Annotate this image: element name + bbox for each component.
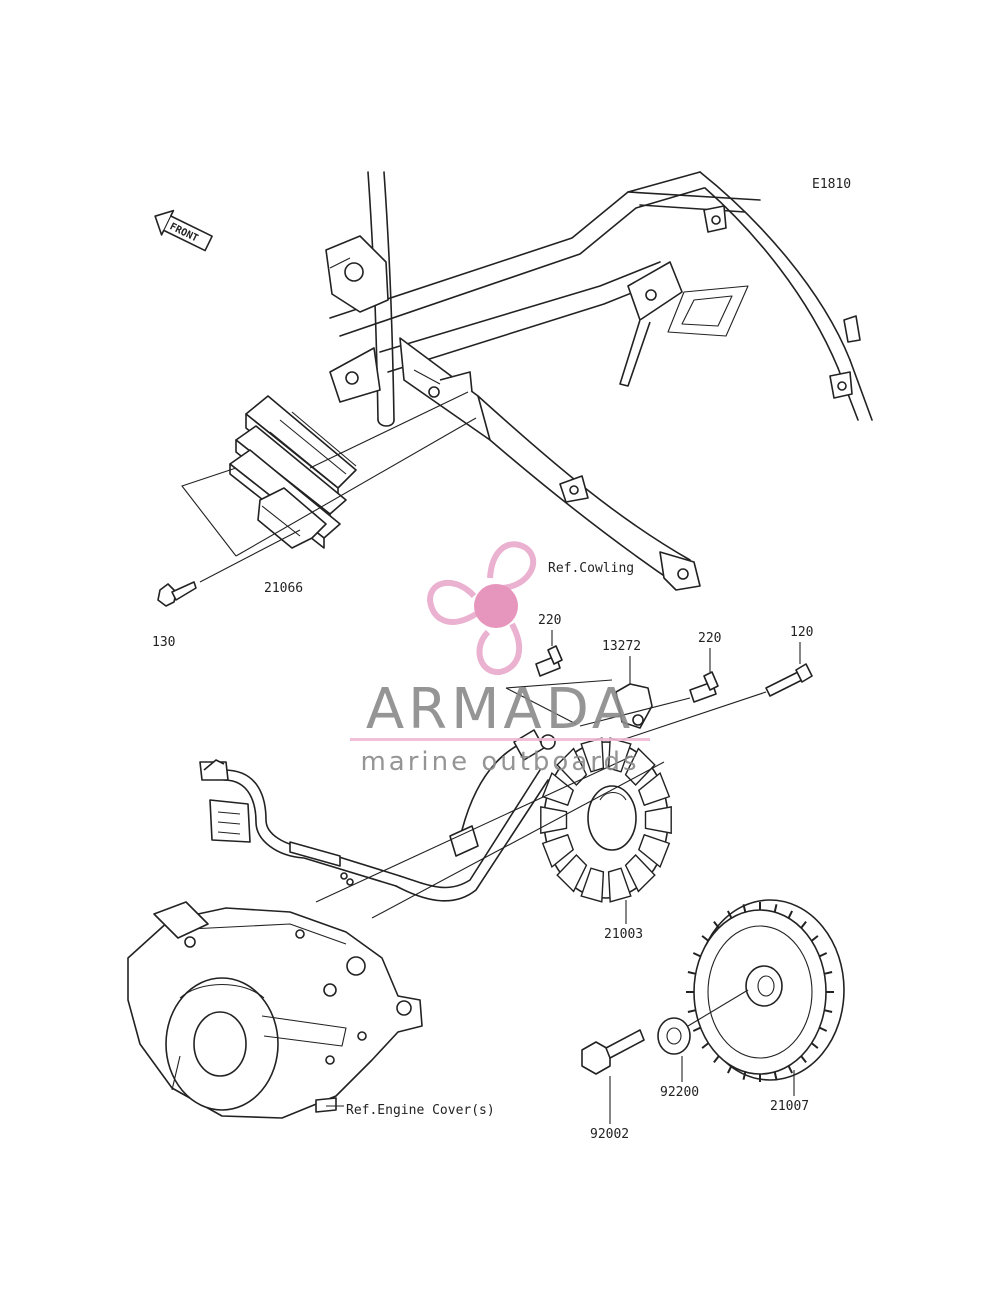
part-label-13272: 13272 (602, 639, 641, 654)
rotor-tooth (701, 1042, 710, 1049)
stator-tooth (607, 737, 632, 773)
rotor-tooth (701, 935, 710, 942)
rotor-tooth (727, 1065, 733, 1074)
part-label-21003: 21003 (604, 927, 643, 942)
rotor-tooth (773, 904, 778, 913)
rotor-tooth (810, 1042, 819, 1049)
part-label-21066: 21066 (264, 581, 303, 596)
part-label-92002: 92002 (590, 1127, 629, 1142)
wiring-harness (199, 729, 556, 902)
rotor-tooth (824, 971, 833, 975)
propeller-logo-icon (426, 541, 537, 676)
rotor-tooth (742, 1071, 747, 1080)
watermark-brand: ARMADA (366, 677, 634, 742)
rotor-tooth (692, 1026, 701, 1032)
watermark-tagline: marine outboards (360, 747, 639, 777)
part-label-120: 120 (790, 625, 813, 640)
bolt-220-right (689, 671, 719, 703)
ref-cowling-label: Ref.Cowling (548, 561, 634, 576)
rotor-tooth (819, 1026, 828, 1032)
rotor-tooth (687, 1009, 696, 1013)
frame (325, 171, 873, 591)
watermark-bar (350, 738, 650, 741)
rotor-tooth (787, 1065, 793, 1074)
rotor-tooth (824, 1009, 833, 1013)
bolt-120 (765, 663, 813, 697)
rotor-tooth (692, 952, 701, 958)
stator-tooth (637, 771, 671, 807)
rotor-tooth (742, 904, 747, 913)
bolt-130 (157, 581, 197, 607)
stator-tooth (624, 747, 656, 787)
stator-tooth (637, 833, 671, 869)
stator-tooth (580, 867, 605, 903)
front-arrow-icon: FRONT (154, 209, 213, 252)
stator (540, 737, 672, 903)
ref-engine-cover-label: Ref.Engine Cover(s) (346, 1103, 495, 1118)
part-label-220-left: 220 (538, 613, 561, 628)
stator-tooth (541, 833, 575, 869)
rotor-tooth (787, 910, 793, 919)
stator-tooth (541, 771, 575, 807)
stator-tooth (607, 867, 632, 903)
rotor-tooth (713, 920, 720, 929)
stator-tooth (624, 853, 656, 893)
rotor-tooth (800, 1055, 807, 1064)
rotor-tooth (713, 1055, 720, 1064)
watermark: ARMADA marine outboards (350, 541, 650, 777)
rotor-tooth (819, 952, 828, 958)
engine-cover (127, 901, 423, 1119)
stator-tooth (540, 806, 568, 834)
rotor-tooth (727, 910, 733, 919)
flywheel-rotor (686, 899, 845, 1082)
stator-tooth (644, 806, 672, 834)
regulator-rectifier (229, 395, 357, 549)
washer-92200 (657, 1017, 691, 1055)
bolt-220-left (535, 645, 563, 677)
rotor-tooth (687, 971, 696, 975)
clamp-13272 (615, 683, 653, 729)
part-label-130: 130 (152, 635, 175, 650)
part-label-92200: 92200 (660, 1085, 699, 1100)
bolt-92002 (581, 1029, 645, 1075)
part-label-21007: 21007 (770, 1099, 809, 1114)
rotor-tooth (800, 920, 807, 929)
rotor-tooth (810, 935, 819, 942)
rotor-tooth (773, 1071, 778, 1080)
part-label-220-right: 220 (698, 631, 721, 646)
stator-tooth (556, 853, 588, 893)
diagram-code: E1810 (812, 177, 851, 192)
